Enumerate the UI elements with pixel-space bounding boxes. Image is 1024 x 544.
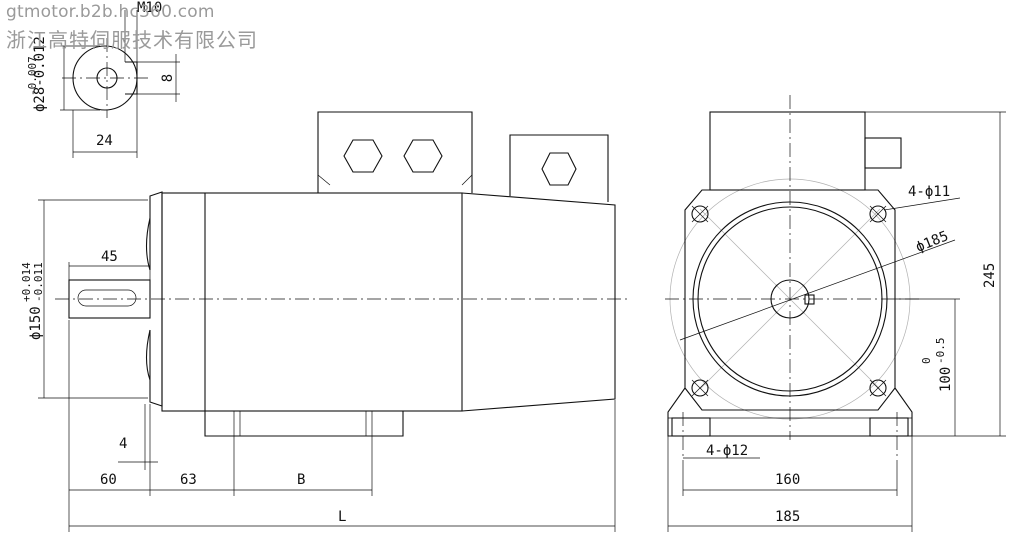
dim-foot-width: 185 (775, 509, 800, 525)
dim-shaft-length: 45 (101, 249, 118, 265)
dim-foot-spacing: 160 (775, 472, 800, 488)
dim-length-60: 60 (100, 472, 117, 488)
dim-bolt-holes: 4-ϕ11 (908, 184, 950, 200)
dim-overall-height: 245 (982, 263, 998, 288)
dim-length-b: B (297, 472, 305, 488)
dim-shaft-diameter-tol: -0.007 (26, 56, 39, 96)
dim-shaft-height: 24 (96, 133, 113, 149)
dim-center-height: 100 (938, 367, 954, 392)
dim-pilot-tol-upper: +0.014 (20, 262, 33, 302)
shaft-end-view (60, 10, 180, 158)
dim-shaft-diameter: ϕ28-0.012 (32, 36, 48, 112)
dim-center-height-tol: 0 (920, 357, 933, 364)
dim-shaft-thread: M10 (137, 0, 162, 16)
dim-length-l: L (338, 509, 346, 525)
dim-foot-holes: 4-ϕ12 (706, 443, 748, 459)
dim-shaft-key: 8 (160, 74, 176, 82)
dim-center-height-tol2: -0.5 (934, 338, 947, 365)
dim-pilot-tol-lower: -0.011 (32, 262, 45, 302)
dim-bolt-circle: ϕ185 (914, 228, 951, 255)
motor-front-view (665, 95, 1006, 532)
dim-length-63: 63 (180, 472, 197, 488)
motor-side-view (38, 111, 630, 532)
watermark-url: gtmotor.b2b.hc360.com (6, 2, 215, 22)
dim-pilot-diameter: ϕ150 (28, 306, 44, 340)
watermark-company: 浙江高特伺服技术有限公司 (6, 28, 258, 52)
dim-flange-thickness: 4 (119, 436, 127, 452)
